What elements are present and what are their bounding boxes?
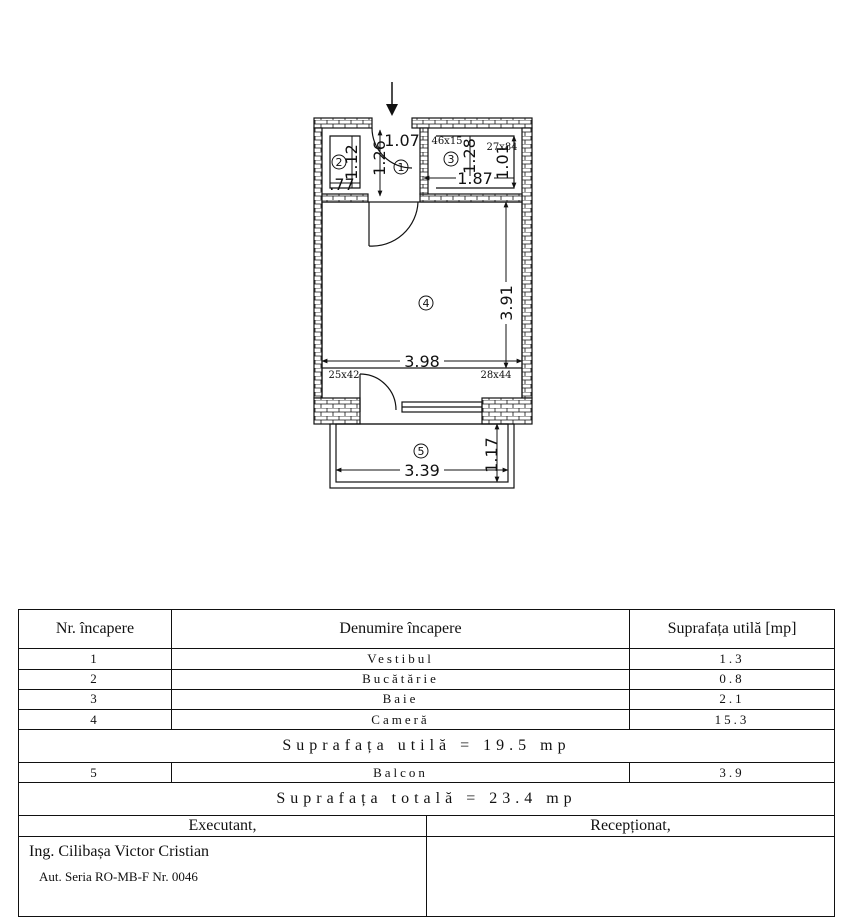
area-table: Nr. încapere Denumire încapere Suprafața… — [18, 608, 835, 917]
svg-text:3: 3 — [448, 153, 455, 166]
balcony-name: Balcon — [171, 761, 630, 784]
dim-kitchen-width: .77 — [329, 175, 354, 194]
room-nr: 2 — [18, 668, 172, 690]
receptionat-label: Recepționat, — [426, 814, 835, 838]
balcony-outline — [329, 423, 515, 489]
dim-col-25x42: 25x42 — [328, 370, 359, 381]
grand-area-total: Suprafața totală = 23.4 mp — [18, 782, 835, 816]
room-area: 0.8 — [629, 668, 835, 690]
room-name: Cameră — [171, 709, 630, 731]
entrance-arrow-icon — [386, 82, 398, 116]
room-marker-4: 4 — [418, 295, 434, 311]
room-name: Vestibul — [171, 648, 630, 670]
svg-text:2: 2 — [336, 156, 343, 169]
room-nr: 4 — [18, 709, 172, 731]
room-marker-5: 5 — [413, 443, 429, 459]
room-marker-1: 1 — [393, 159, 409, 175]
room-name: Baie — [171, 688, 630, 711]
floor-plan: 3.98 3.91 3.39 1.17 1.87 1.01 1.28 1.07 … — [313, 82, 533, 489]
header-nr: Nr. încapere — [18, 608, 172, 650]
room-nr: 1 — [18, 648, 172, 670]
dim-vent-46x15: 46x15 — [431, 136, 462, 147]
useful-area-total: Suprafața utilă = 19.5 mp — [18, 729, 835, 763]
room-area: 1.3 — [629, 648, 835, 670]
executant-block: Ing. Cilibașa Victor Cristian Aut. Seria… — [18, 836, 427, 917]
dim-room-height: 3.91 — [497, 285, 516, 321]
dimension-lines — [321, 129, 523, 483]
dim-bath-height: 1.01 — [493, 144, 512, 180]
header-area: Suprafața utilă [mp] — [629, 608, 835, 650]
room-name: Bucătărie — [171, 668, 630, 690]
svg-text:4: 4 — [423, 297, 430, 310]
dim-vent-27x84: 27x84 — [486, 142, 517, 153]
dim-vestibule-height: 1.26 — [370, 140, 389, 176]
dim-room-width: 3.98 — [404, 352, 440, 371]
svg-text:5: 5 — [418, 445, 425, 458]
dim-bath-width: 1.87 — [457, 169, 493, 188]
room-area: 2.1 — [629, 688, 835, 711]
executant-label: Executant, — [18, 814, 427, 838]
receptionat-block — [426, 836, 835, 917]
authorization-number: Aut. Seria RO-MB-F Nr. 0046 — [39, 869, 198, 885]
dim-vestibule-width: 1.07 — [384, 131, 420, 150]
room-nr: 3 — [18, 688, 172, 711]
engineer-name: Ing. Cilibașa Victor Cristian — [29, 843, 210, 861]
svg-text:1: 1 — [398, 161, 405, 174]
dim-balcony-depth: 1.17 — [482, 437, 501, 473]
header-name: Denumire încapere — [171, 608, 630, 650]
room-marker-2: 2 — [331, 154, 347, 170]
balcony-area: 3.9 — [629, 761, 835, 784]
dim-col-28x44: 28x44 — [480, 370, 511, 381]
dim-balcony-width: 3.39 — [404, 461, 440, 480]
balcony-nr: 5 — [18, 761, 172, 784]
room-marker-3: 3 — [443, 151, 459, 167]
dim-kitchen-height: 1.12 — [342, 144, 361, 180]
room-area: 15.3 — [629, 709, 835, 731]
dim-bath-height-2: 1.28 — [460, 138, 479, 174]
